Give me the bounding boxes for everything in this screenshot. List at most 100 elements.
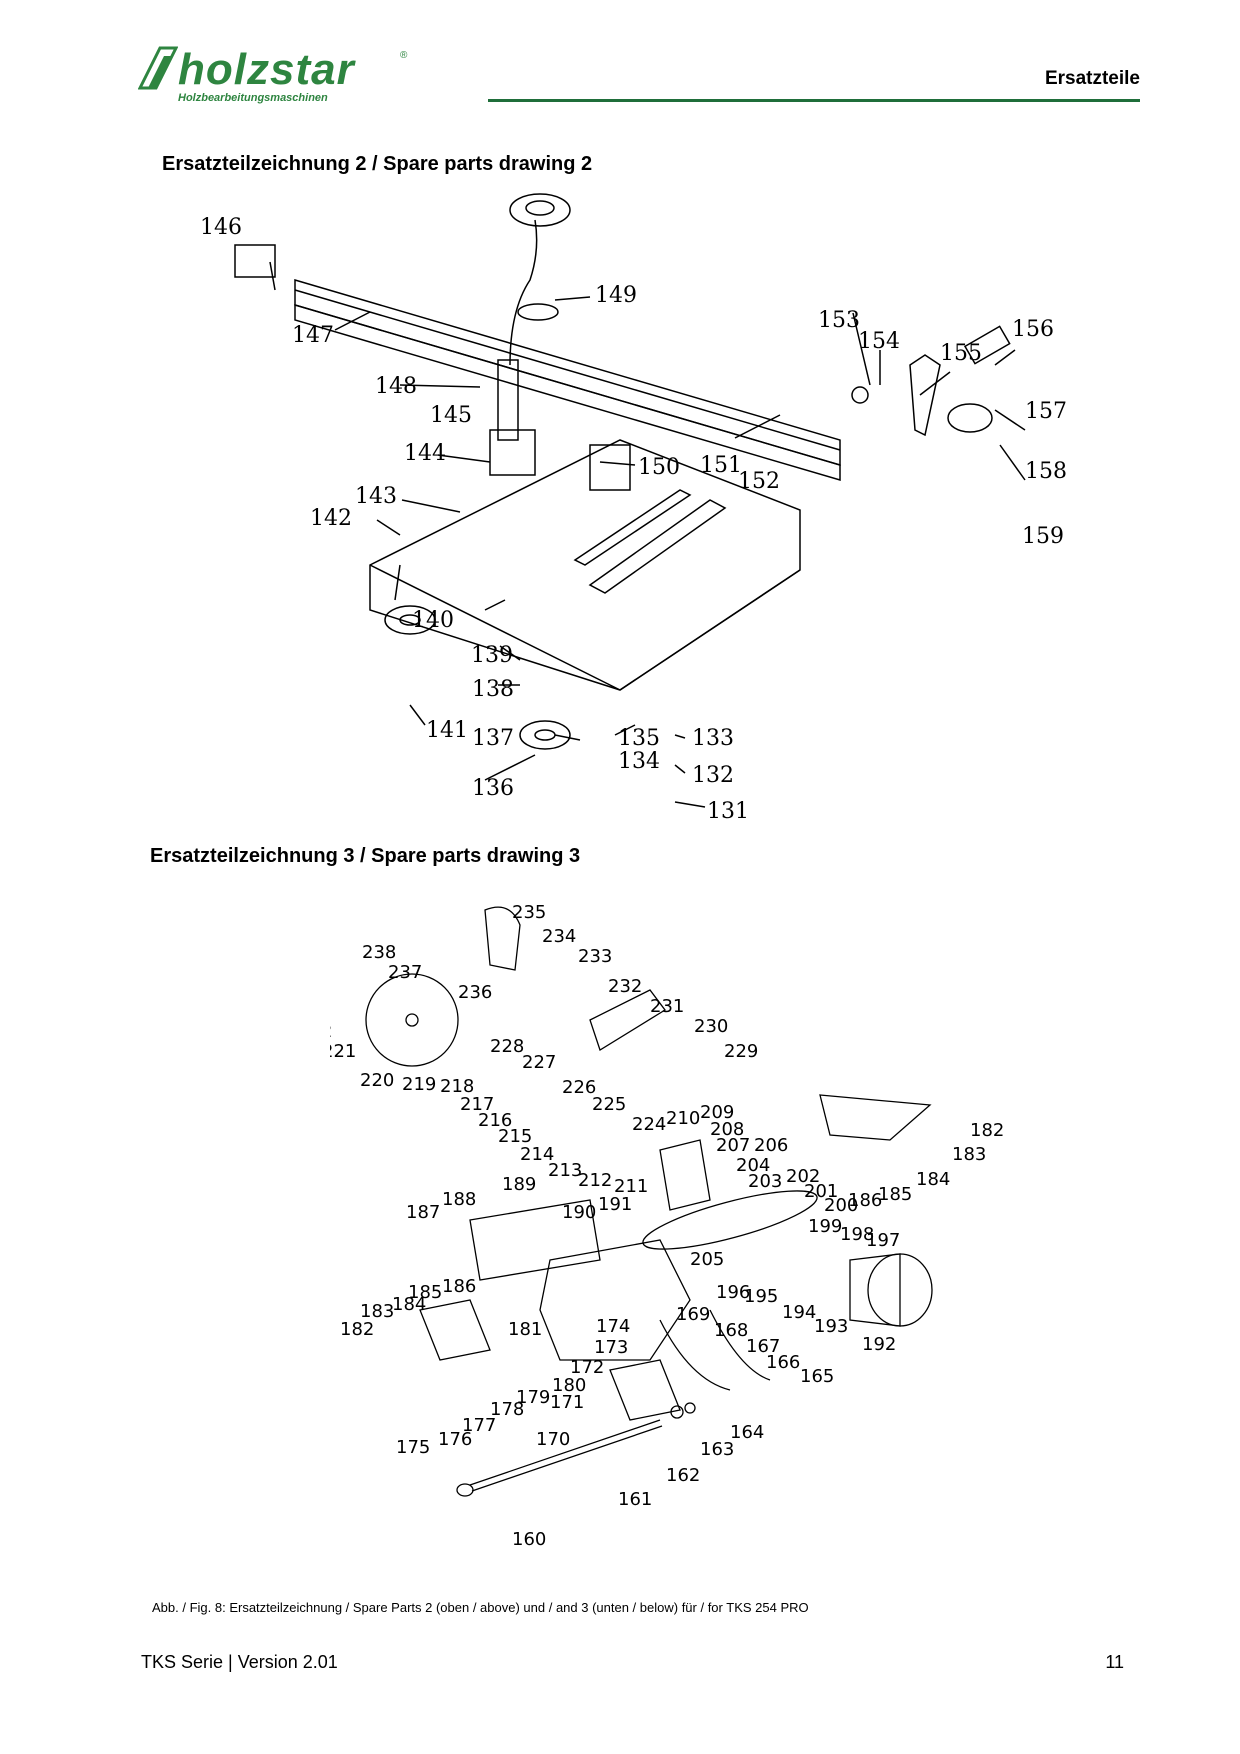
part-label: 188 (442, 1189, 476, 1210)
part-label: 220 (360, 1070, 394, 1091)
part-label: 173 (594, 1337, 628, 1358)
part-label: 217 (460, 1094, 494, 1115)
part-label: 229 (724, 1041, 758, 1062)
part-label: 164 (730, 1422, 764, 1443)
part-label: 139 (471, 643, 513, 668)
part-label: 227 (522, 1052, 556, 1073)
page-number: 11 (1105, 1652, 1124, 1672)
logo-text: holzstar (178, 45, 355, 94)
part-label: 214 (520, 1144, 554, 1165)
part-label: 206 (754, 1135, 788, 1156)
part-label: 228 (490, 1036, 524, 1057)
header-divider (488, 99, 1140, 102)
footer-version: TKS Serie | Version 2.01 (141, 1652, 338, 1672)
part-label: 184 (916, 1169, 950, 1190)
part-label: 178 (490, 1399, 524, 1420)
part-label: 225 (592, 1094, 626, 1115)
part-label: 159 (1022, 524, 1064, 549)
part-label: 174 (596, 1316, 630, 1337)
part-label: 180 (552, 1375, 586, 1396)
part-label: 231 (650, 996, 684, 1017)
part-label: 204 (736, 1155, 770, 1176)
part-label: 151 (700, 453, 742, 478)
part-label: 216 (478, 1110, 512, 1131)
part-label: 238 (362, 942, 396, 963)
part-label: 134 (618, 749, 660, 774)
part-label: 226 (562, 1077, 596, 1098)
logo-registered-mark: ® (400, 50, 408, 61)
holzstar-logo: holzstar ® Holzbearbeitungsmaschinen (138, 44, 418, 108)
part-label: 171 (550, 1392, 584, 1413)
part-label: 235 (512, 902, 546, 923)
part-label: 148 (375, 374, 417, 399)
part-label: 185 (878, 1184, 912, 1205)
part-label: 153 (818, 308, 860, 333)
part-label: 197 (866, 1230, 900, 1251)
part-label: 237 (388, 962, 422, 983)
drawing-3-title: Ersatzteilzeichnung 3 / Spare parts draw… (150, 845, 581, 867)
part-label: 168 (714, 1320, 748, 1341)
part-label: 202 (786, 1166, 820, 1187)
part-label: 191 (598, 1194, 632, 1215)
part-label: 154 (858, 329, 900, 354)
part-label: 182 (970, 1120, 1004, 1141)
drawing-2-title: Ersatzteilzeichnung 2 / Spare parts draw… (162, 153, 593, 175)
part-label: 208 (710, 1119, 744, 1140)
part-label: 162 (666, 1465, 700, 1486)
part-label: 186 (442, 1276, 476, 1297)
part-label: 175 (396, 1437, 430, 1458)
part-label: 155 (940, 341, 982, 366)
part-label: 186 (848, 1190, 882, 1211)
part-label: 189 (502, 1174, 536, 1195)
part-label: 230 (694, 1016, 728, 1037)
part-label: 198 (840, 1224, 874, 1245)
part-label: 209 (700, 1102, 734, 1123)
part-label: 144 (404, 441, 446, 466)
part-label: 185 (408, 1282, 442, 1303)
part-label: 218 (440, 1076, 474, 1097)
section-label: Ersatzteile (1044, 68, 1140, 89)
part-label: 143 (355, 484, 397, 509)
part-label: 138 (472, 677, 514, 702)
part-label: 170 (536, 1429, 570, 1450)
part-label: 233 (578, 946, 612, 967)
part-label: 183 (952, 1144, 986, 1165)
part-label: 212 (578, 1170, 612, 1191)
part-label: 152 (738, 469, 780, 494)
part-label: 201 (804, 1181, 838, 1202)
part-label: 207 (716, 1135, 750, 1156)
part-label: 160 (512, 1529, 546, 1550)
spare-parts-drawing-2: 146 149 147 148 153 154 155 156 157 145 … (200, 193, 1067, 824)
part-label: 205 (690, 1249, 724, 1270)
part-label: 163 (700, 1439, 734, 1460)
part-label: 222 (330, 1021, 332, 1042)
part-label: 179 (516, 1387, 550, 1408)
part-label: 135 (618, 726, 660, 751)
part-label: 184 (392, 1294, 426, 1315)
part-label: 183 (360, 1301, 394, 1322)
logo-subtitle: Holzbearbeitungsmaschinen (178, 92, 328, 104)
part-label: 147 (292, 323, 334, 348)
part-label: 169 (676, 1304, 710, 1325)
part-label: 156 (1012, 317, 1054, 342)
part-label: 176 (438, 1429, 472, 1450)
figure-caption: Abb. / Fig. 8: Ersatzteilzeichnung / Spa… (152, 1600, 809, 1615)
part-label: 210 (666, 1108, 700, 1129)
part-label: 158 (1025, 459, 1067, 484)
part-label: 215 (498, 1126, 532, 1147)
part-label: 234 (542, 926, 576, 947)
part-label: 142 (310, 506, 352, 531)
part-label: 195 (744, 1286, 778, 1307)
part-label: 190 (562, 1202, 596, 1223)
part-label: 161 (618, 1489, 652, 1510)
part-label: 232 (608, 976, 642, 997)
part-label: 221 (330, 1041, 356, 1062)
part-label: 140 (412, 608, 454, 633)
part-label: 149 (595, 283, 637, 308)
part-label: 224 (632, 1114, 666, 1135)
part-label: 196 (716, 1282, 750, 1303)
part-label: 157 (1025, 399, 1067, 424)
part-label: 177 (462, 1415, 496, 1436)
part-label: 166 (766, 1352, 800, 1373)
part-label: 199 (808, 1216, 842, 1237)
